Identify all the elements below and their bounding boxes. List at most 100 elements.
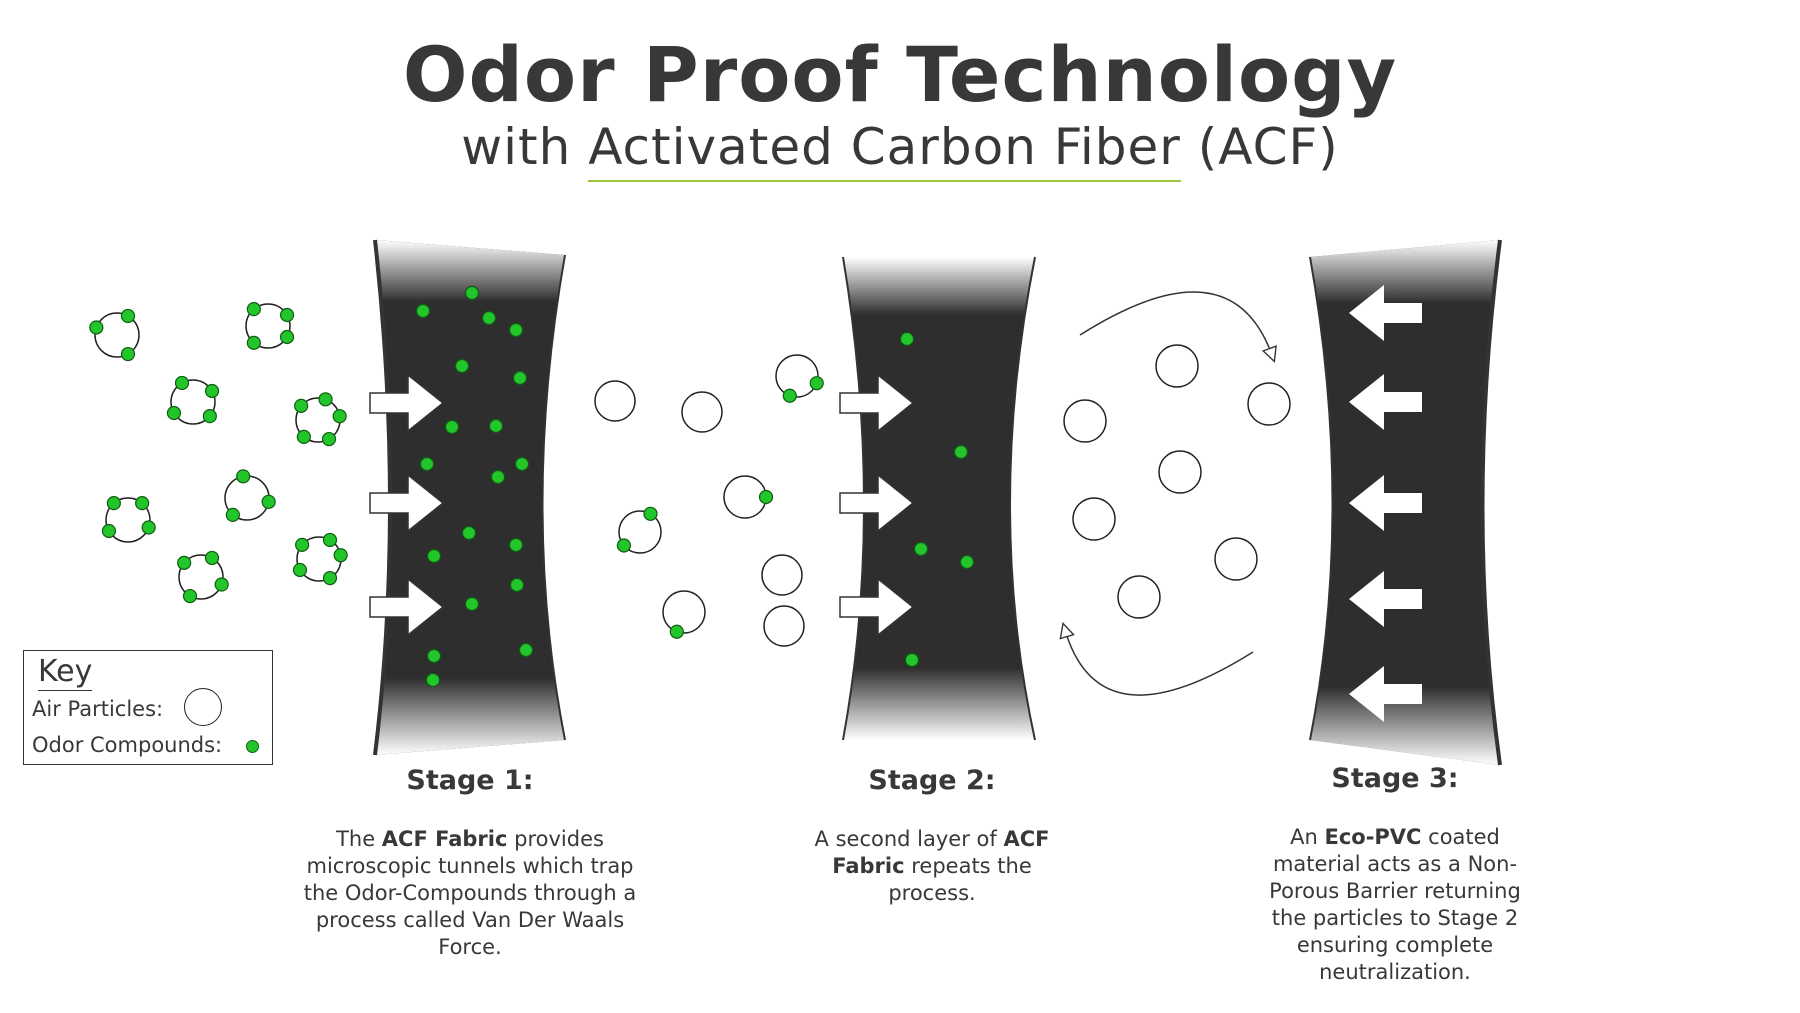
right-arrow-icon <box>839 473 915 533</box>
air-particle-icon <box>184 688 222 726</box>
odor-compound <box>490 469 506 485</box>
left-arrow-icon <box>1349 475 1422 531</box>
air-particle <box>594 380 636 422</box>
odor-compound <box>464 285 480 301</box>
stage-3-desc-bold: Eco-PVC <box>1324 825 1422 849</box>
odor-compound <box>333 548 348 563</box>
odor-compound <box>321 431 337 447</box>
subtitle-prefix: with <box>461 118 589 176</box>
stage-3-desc-text: coated material acts as a Non-Porous Bar… <box>1269 825 1521 984</box>
odor-compound <box>488 418 504 434</box>
left-arrow-icon <box>1349 571 1422 627</box>
stage-2-desc-bold: ACF Fabric <box>832 827 1050 878</box>
left-arrow-icon <box>1349 285 1422 341</box>
air-particle <box>1247 382 1291 426</box>
right-arrow-icon <box>369 373 445 433</box>
stage-1-description: The ACF Fabric provides microscopic tunn… <box>300 826 640 961</box>
stage-1: Stage 1: The ACF Fabric provides microsc… <box>300 765 640 961</box>
loaded-air-particle <box>775 354 819 398</box>
stage-2-desc-text: repeats the process. <box>888 854 1032 905</box>
odor-compound <box>616 538 632 553</box>
return-arrows-stage-3 <box>1349 285 1422 722</box>
odor-compound <box>182 588 198 604</box>
odor-compound <box>141 520 156 535</box>
odor-compound <box>101 523 117 539</box>
odor-compound <box>899 331 915 347</box>
air-particle <box>681 391 723 433</box>
air-particle <box>1155 344 1199 388</box>
odor-compound <box>454 358 470 374</box>
odor-compound <box>246 335 261 350</box>
odor-compound <box>296 429 311 444</box>
odor-compound <box>202 409 217 424</box>
odor-compound <box>426 548 442 564</box>
key-legend: Key Air Particles: Odor Compounds: <box>23 650 273 765</box>
odor-compound <box>809 376 824 391</box>
odor-compound <box>246 302 261 317</box>
right-arrow-icon <box>839 577 915 637</box>
odor-compound <box>225 507 240 522</box>
stage-1-title: Stage 1: <box>406 765 534 796</box>
odor-compound <box>959 554 975 570</box>
right-arrow-icon <box>839 373 915 433</box>
odor-compound <box>204 550 220 566</box>
odor-compound <box>204 383 220 399</box>
odor-compound <box>106 496 121 511</box>
air-particle <box>761 554 803 596</box>
stage-3: Stage 3: An Eco-PVC coated material acts… <box>1225 763 1565 986</box>
odor-compound <box>643 506 658 521</box>
odor-compound <box>509 577 525 593</box>
stage-2-title: Stage 2: <box>868 765 996 796</box>
odor-compound <box>444 419 460 435</box>
odor-compound <box>322 532 338 548</box>
particles <box>89 285 1291 688</box>
stage-3-desc-text: An <box>1290 825 1325 849</box>
odor-compound <box>174 375 190 391</box>
odor-compound <box>322 570 338 586</box>
odor-compound <box>292 562 308 578</box>
odor-compound <box>415 303 431 319</box>
odor-compound <box>295 537 310 552</box>
air-particle <box>1072 497 1116 541</box>
circulation-arrows <box>1065 291 1272 696</box>
odor-compound-icon <box>246 740 259 753</box>
stage-1-desc-bold: ACF Fabric <box>381 827 508 851</box>
stage-2-description: A second layer of ACF Fabric repeats the… <box>762 826 1102 907</box>
left-arrow-icon <box>1349 374 1422 430</box>
odor-compound <box>177 555 192 570</box>
odor-compound <box>332 409 347 424</box>
air-particle <box>1158 450 1202 494</box>
odor-compound <box>318 392 333 407</box>
odor-compound <box>425 672 441 688</box>
subtitle-highlight: Activated Carbon Fiber <box>588 118 1181 182</box>
key-title: Key <box>38 654 93 691</box>
diagram-subtitle: with Activated Carbon Fiber (ACF) <box>0 118 1800 182</box>
air-particle <box>1214 537 1258 581</box>
odor-compound <box>261 494 276 509</box>
odor-compound <box>481 310 497 326</box>
odor-compound <box>508 322 524 338</box>
air-particle <box>1117 575 1161 619</box>
stage-3-description: An Eco-PVC coated material acts as a Non… <box>1225 824 1565 986</box>
odor-compound <box>214 577 229 592</box>
diagram-title: Odor Proof Technology <box>402 30 1398 119</box>
subtitle-suffix: (ACF) <box>1180 118 1339 176</box>
fabric-layer-1 <box>373 239 566 756</box>
odor-compound <box>518 642 534 658</box>
right-arrow-icon <box>369 577 445 637</box>
stage-2-desc-text: A second layer of <box>814 827 1004 851</box>
inflow-arrows-stage-1 <box>369 373 445 637</box>
curved-arrow-icon <box>1065 630 1254 696</box>
odor-compound <box>419 456 435 472</box>
odor-compound <box>294 398 309 413</box>
odor-compound <box>89 320 104 335</box>
odor-compound <box>464 596 480 612</box>
odor-compound <box>913 541 929 557</box>
stage-3-title: Stage 3: <box>1331 763 1459 794</box>
curved-arrow-icon <box>1079 291 1272 355</box>
air-particle <box>763 605 805 647</box>
odor-compound <box>236 469 251 484</box>
odor-compound <box>512 370 528 386</box>
left-arrow-icon <box>1349 666 1422 722</box>
